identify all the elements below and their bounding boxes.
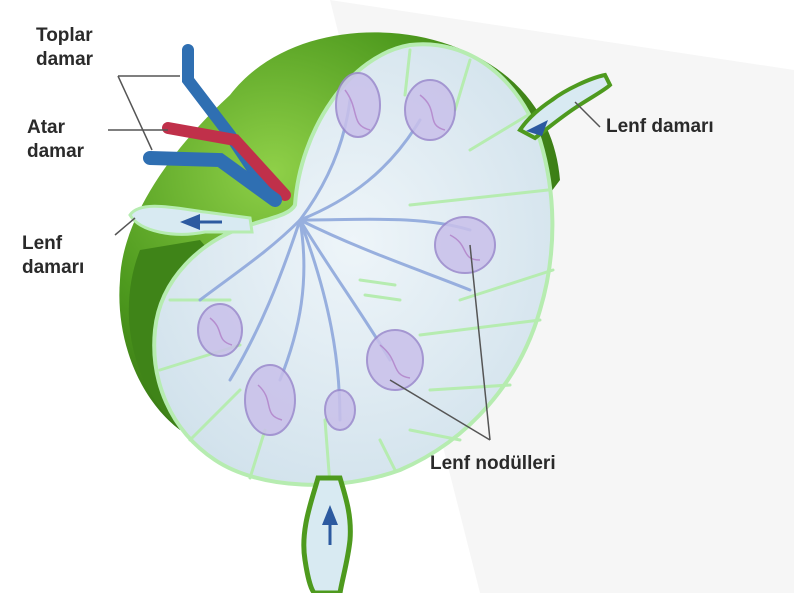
label-lenf-left-line2: damarı <box>22 256 84 280</box>
label-toplar-line1: Toplar <box>36 24 93 48</box>
label-toplar-line2: damar <box>36 48 93 72</box>
label-lenf-damari-right: Lenf damarı <box>606 115 714 139</box>
label-atar-damar: Atar damar <box>27 116 84 164</box>
label-lenf-nodulleri: Lenf nodülleri <box>430 452 556 476</box>
label-toplar-damar: Toplar damar <box>36 24 93 72</box>
label-atar-line2: damar <box>27 140 84 164</box>
lymph-vessel-bottom <box>304 478 351 593</box>
label-lenf-left-line1: Lenf <box>22 232 84 256</box>
label-atar-line1: Atar <box>27 116 84 140</box>
label-lenf-damari-left: Lenf damarı <box>22 232 84 280</box>
